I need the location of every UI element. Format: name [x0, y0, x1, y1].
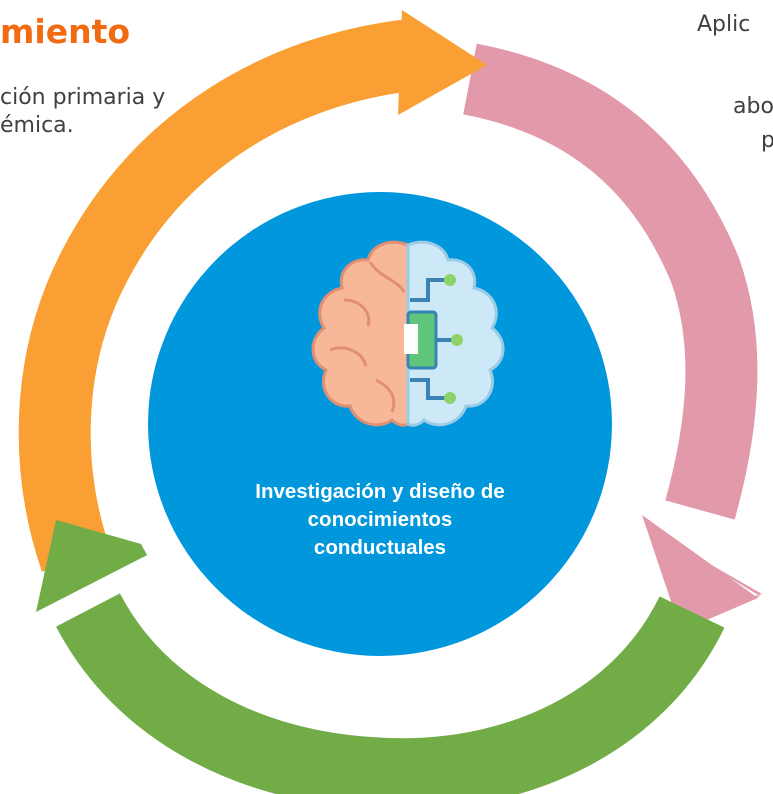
center-title-line-2: conocimientos — [307, 508, 453, 531]
center-title-line-3: conductuales — [313, 536, 447, 559]
right-text-line-2: abo — [733, 94, 773, 119]
brain-circuit-icon — [311, 240, 505, 427]
pink-cycle-arrow — [462, 43, 762, 632]
green-cycle-arrow — [36, 520, 725, 794]
left-title: miento — [0, 12, 131, 51]
right-text-line-3: p — [761, 128, 773, 153]
center-title: Investigación y diseño de conocimientos … — [205, 478, 555, 562]
left-description-line-2: émica. — [0, 113, 74, 138]
left-description-line-1: ción primaria y — [0, 85, 166, 110]
center-title-line-1: Investigación y diseño de — [255, 480, 505, 503]
left-description: ción primaria y émica. — [0, 84, 330, 140]
orange-cycle-arrow — [18, 10, 487, 572]
right-text-line-1: Aplic — [697, 12, 751, 37]
